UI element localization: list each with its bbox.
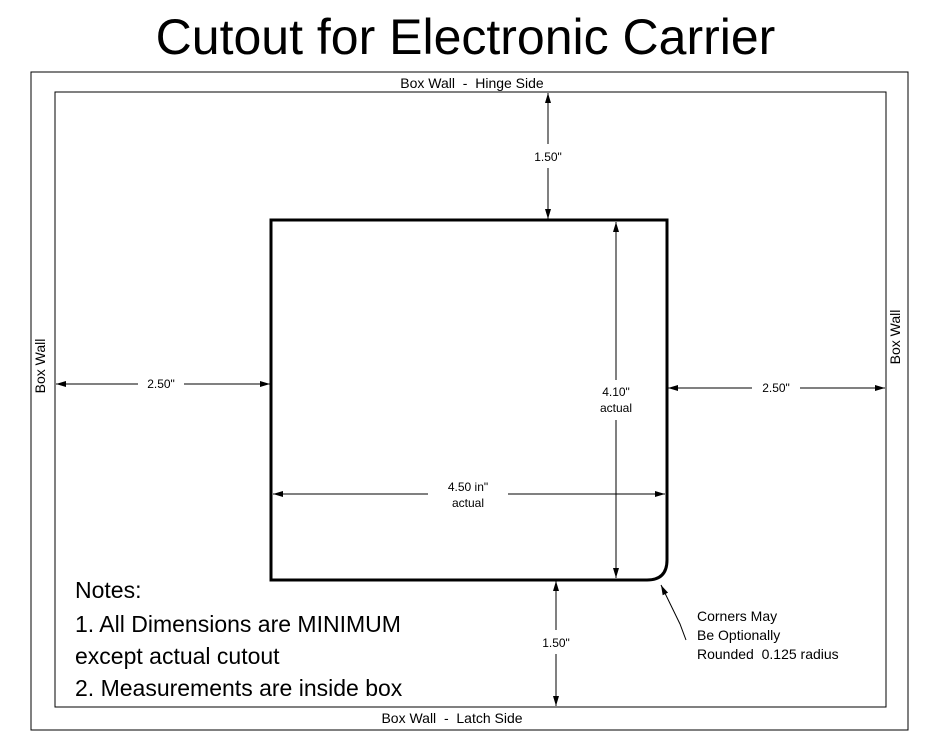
wall-label-bottom: Box Wall - Latch Side — [381, 710, 522, 726]
dim-height-note: actual — [600, 401, 632, 415]
wall-label-left: Box Wall — [32, 339, 48, 394]
outer-frame — [30, 71, 909, 731]
dim-height-label: 4.10" — [602, 385, 630, 399]
box-wall-outline — [54, 91, 887, 708]
dim-width-label: 4.50 in" — [448, 480, 488, 494]
corner-note-line-2: Be Optionally — [697, 627, 780, 643]
dim-bottom-label: 1.50" — [542, 636, 570, 650]
corner-note-line-3: Rounded 0.125 radius — [697, 646, 839, 662]
cutout-outline — [269, 218, 669, 582]
dim-right-label: 2.50" — [762, 381, 790, 395]
notes-line-1: 1. All Dimensions are MINIMUM — [75, 611, 401, 637]
dim-top-label: 1.50" — [534, 150, 562, 164]
corner-leader — [660, 584, 687, 641]
dim-width-note: actual — [452, 496, 484, 510]
notes-heading: Notes: — [75, 577, 141, 603]
corner-note-line-1: Corners May — [697, 608, 777, 624]
notes-line-2: except actual cutout — [75, 643, 280, 669]
wall-label-right: Box Wall — [887, 310, 903, 365]
drawing-title: Cutout for Electronic Carrier — [155, 9, 776, 65]
dim-left-label: 2.50" — [147, 377, 175, 391]
notes-line-3: 2. Measurements are inside box — [75, 675, 403, 701]
wall-label-top: Box Wall - Hinge Side — [400, 75, 544, 91]
